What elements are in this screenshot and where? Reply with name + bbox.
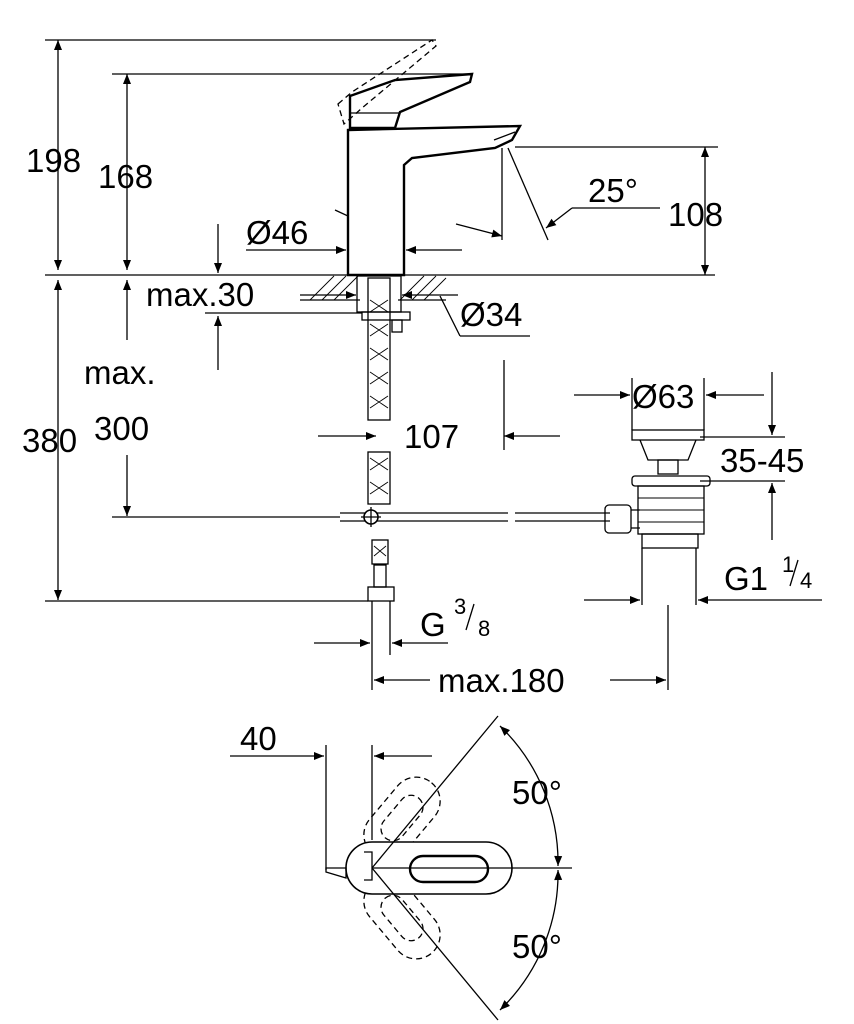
lever [348,72,474,130]
label-d63: Ø63 [632,378,694,415]
fraction-slash-g38 [465,603,475,631]
waste-valve [604,429,711,605]
lever-pivot [364,851,373,881]
supply-hose-upper [367,277,391,421]
label-25deg: 25° [588,172,638,209]
popup-linkage [340,507,610,527]
mounting-nut [361,311,411,321]
label-max: max. [84,354,156,391]
label-107: 107 [404,418,459,455]
label-108: 108 [668,196,723,233]
label-d46: Ø46 [246,214,308,251]
label-168: 168 [98,158,153,195]
fraction-slash-g1 [789,559,799,587]
deck-hatching [300,275,447,301]
label-198: 198 [26,142,81,179]
label-g1-num: 1 [782,552,794,577]
label-35-45: 35-45 [720,442,804,479]
label-50deg-bottom: 50° [512,928,562,965]
nut-bolt [391,319,403,333]
label-g38-num: 3 [454,594,466,619]
popup-rod [334,209,349,245]
mounting-shank [356,275,402,313]
spout-nozzle [493,131,516,141]
supply-connector [367,564,395,655]
mixer-top-view [230,715,572,1021]
dimension-labels: 198 168 108 25° Ø46 max.30 Ø34 max. 380 … [22,142,812,965]
label-g38: G [420,606,446,643]
label-g1: G1 [724,560,768,597]
label-380: 380 [22,422,77,459]
label-max30: max.30 [146,276,254,313]
label-d34: Ø34 [460,296,522,333]
popup-knob-top [325,867,347,879]
label-40: 40 [240,720,277,757]
lever-ghost-outline [337,39,437,126]
label-g38-den: 8 [478,616,490,641]
dimension-lines [45,39,822,690]
label-g1-den: 4 [800,568,812,593]
label-300: 300 [94,410,149,447]
mixer-body [346,124,523,277]
label-max180: max.180 [438,662,565,699]
label-50deg-top: 50° [512,774,562,811]
supply-hose-lower [367,451,391,565]
mixer-front-view [45,39,715,655]
lever-ghost-left [363,776,441,860]
lever-top-slot [408,854,490,884]
